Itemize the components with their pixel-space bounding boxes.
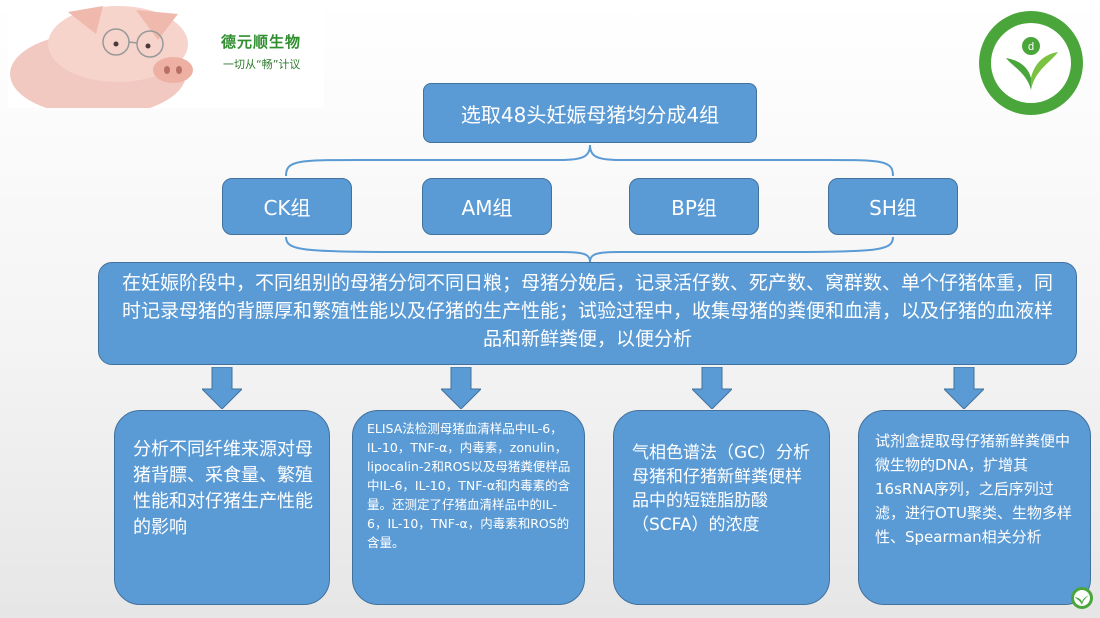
result-box-elisa: ELISA法检测母猪血清样品中IL-6，IL-10，TNF-α，内毒素，zonu… (352, 410, 585, 605)
brand-slogan: 一切从“畅”计议 (223, 58, 301, 71)
svg-text:d: d (1028, 41, 1034, 53)
down-arrow-icon (202, 367, 242, 409)
brand-logo-block: 德元顺生物 一切从“畅”计议 (8, 4, 324, 108)
small-logo-icon (1071, 587, 1093, 609)
group-bp: BP组 (629, 178, 759, 235)
down-arrow-icon (692, 367, 732, 409)
down-arrow-icon (944, 367, 984, 409)
result-box-performance: 分析不同纤维来源对母猪背膘、采食量、繁殖性能和对仔猪生产性能的影响 (114, 410, 330, 605)
group-ck: CK组 (222, 178, 352, 235)
study-title-box: 选取48头妊娠母猪均分成4组 (423, 83, 757, 143)
result-box-scfa: 气相色谱法（GC）分析母猪和仔猪新鲜粪便样品中的短链脂肪酸（SCFA）的浓度 (613, 410, 830, 605)
brand-name: 德元顺生物 (221, 33, 302, 51)
procedure-box: 在妊娠阶段中，不同组别的母猪分饲不同日粮；母猪分娩后，记录活仔数、死产数、窝群数… (98, 262, 1077, 365)
group-sh: SH组 (828, 178, 958, 235)
down-arrow-icon (441, 367, 481, 409)
seal-icon: d (979, 11, 1083, 115)
result-box-microbiome: 试剂盒提取母仔猪新鲜粪便中微生物的DNA，扩增其16sRNA序列，之后序列过滤，… (858, 410, 1091, 605)
company-seal-logo: d (972, 8, 1090, 118)
group-am: AM组 (422, 178, 552, 235)
pig-illustration (10, 6, 193, 108)
